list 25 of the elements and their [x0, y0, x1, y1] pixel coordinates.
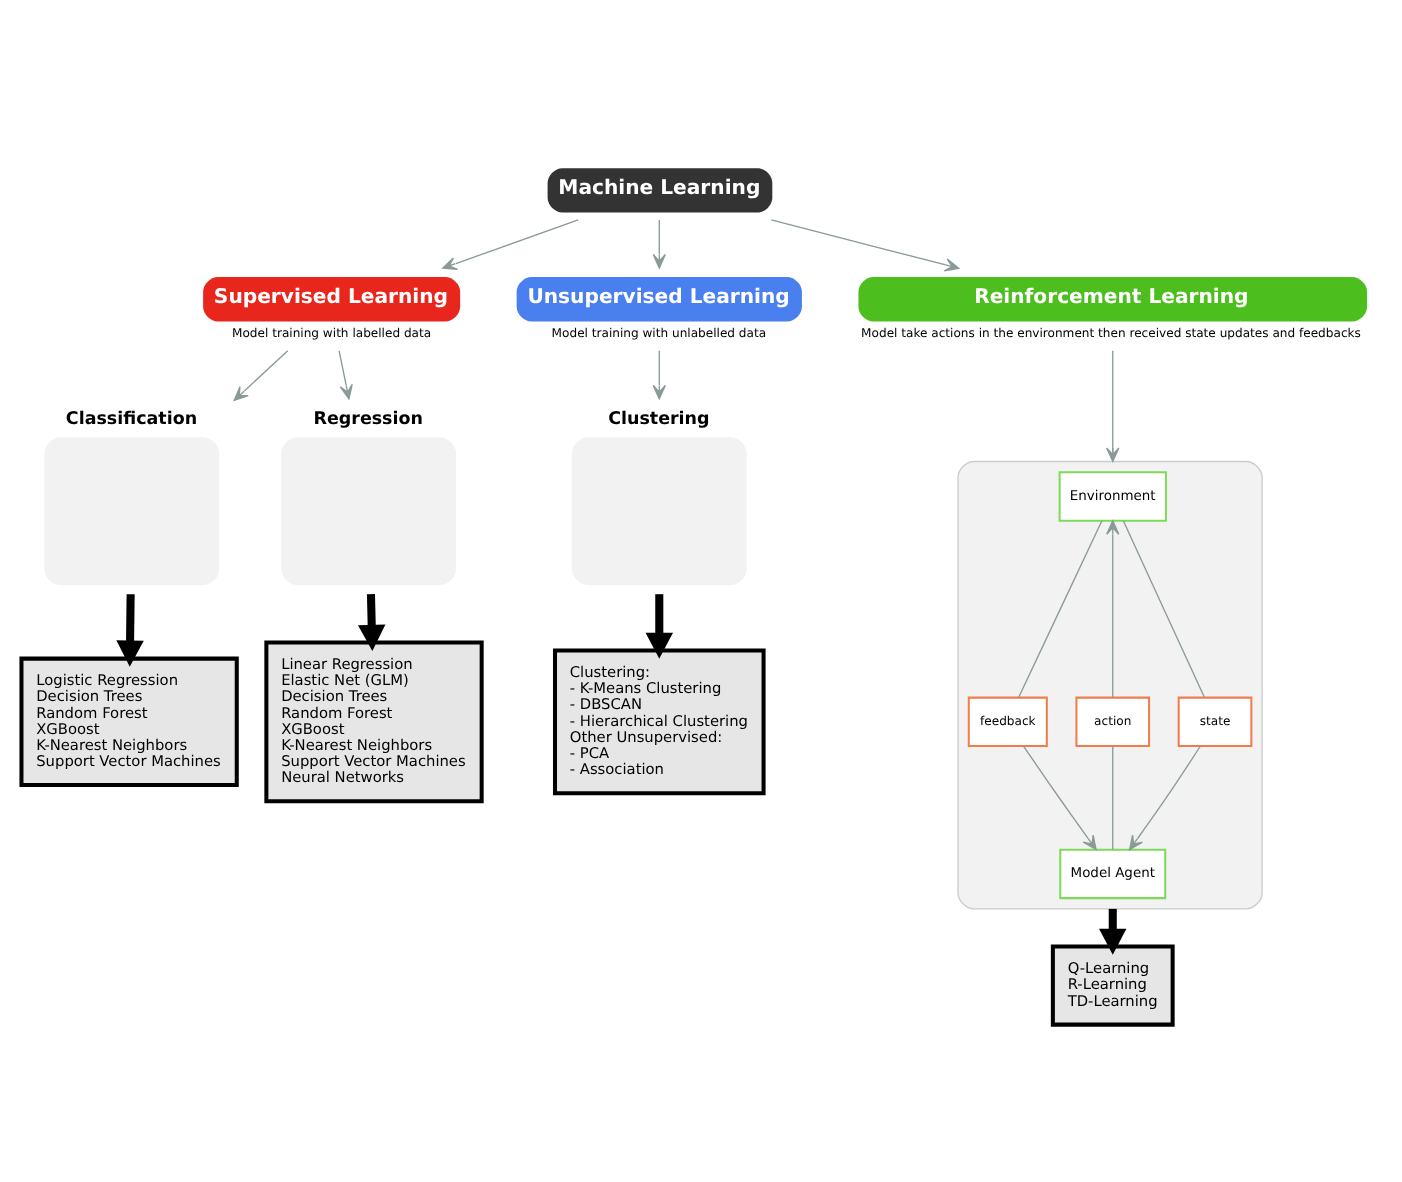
arrow: [338, 349, 353, 399]
node-label: Regression: [313, 409, 423, 430]
connector: [1122, 519, 1206, 697]
cluster: [957, 459, 1263, 909]
node-box: Reinforcement Learning: [858, 276, 1368, 321]
node-box: Machine Learning: [547, 167, 773, 212]
arrow: [357, 593, 386, 651]
arrow: [1106, 519, 1120, 697]
arrow: [652, 349, 666, 399]
arrow: [442, 218, 579, 270]
arrow: [645, 593, 674, 658]
arrow: [1099, 907, 1127, 954]
node-label: Clustering: [608, 409, 710, 430]
arrow: [652, 218, 666, 268]
arrow: [116, 593, 144, 666]
connector: [1018, 519, 1103, 697]
arrow: [1022, 744, 1097, 850]
node-box: Unsupervised Learning: [516, 276, 802, 321]
node-label: Classification: [65, 409, 198, 430]
arrow: [1106, 349, 1120, 462]
arrow: [1128, 744, 1201, 850]
node-box: Supervised Learning: [203, 276, 461, 321]
arrow: [233, 349, 289, 400]
connector: [1112, 744, 1114, 850]
arrow: [770, 218, 960, 271]
